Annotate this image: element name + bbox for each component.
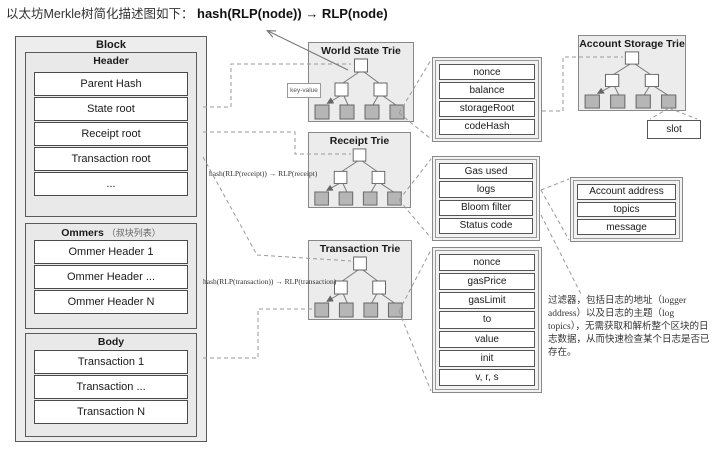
receipt-field-status-code: Status code	[439, 217, 533, 234]
account-storage-trie-diagram	[584, 51, 677, 109]
page-title: 以太坊Merkle树简化描述图如下：	[6, 7, 194, 21]
account-field-code-hash: codeHash	[439, 118, 535, 135]
receipt-field-logs: logs	[439, 181, 533, 198]
world-state-trie-diagram	[314, 58, 405, 120]
body-section: Body Transaction 1 Transaction ... Trans…	[25, 333, 197, 437]
account-field-balance: balance	[439, 82, 535, 99]
account-storage-trie: Account Storage Trie	[578, 35, 686, 111]
ommers-subtitle: （叔块列表）	[106, 228, 161, 238]
logs-to-logfields-fan	[540, 178, 570, 241]
transaction-trie-title: Transaction Trie	[319, 243, 401, 255]
log-field-message: message	[577, 219, 676, 236]
tx-field-value: value	[439, 330, 535, 348]
header-title: Header	[93, 55, 129, 67]
account-field-nonce: nonce	[439, 64, 535, 81]
tx-field-gas-limit: gasLimit	[439, 292, 535, 310]
header-section: Header Parent Hash State root Receipt ro…	[25, 52, 197, 217]
slot-box: slot	[647, 120, 701, 139]
world-state-trie: World State Trie	[308, 42, 414, 122]
tx-field-vrs: v, r, s	[439, 368, 535, 386]
log-fields-box: Account address topics message	[570, 177, 683, 242]
ommer-row-1: Ommer Header 1	[34, 240, 188, 264]
ommers-section: Ommers （叔块列表） Ommer Header 1 Ommer Heade…	[25, 223, 197, 329]
tx-field-nonce: nonce	[439, 254, 535, 272]
ommer-row-n: Ommer Header N	[34, 290, 188, 314]
ommers-title: Ommers	[61, 227, 104, 239]
account-field-storage-root: storageRoot	[439, 100, 535, 117]
receipt-field-bloom-filter: Bloom filter	[439, 199, 533, 216]
header-row-parent-hash: Parent Hash	[34, 72, 188, 96]
node-hash-formula: hash(RLP(node)) → RLP(node)	[197, 6, 388, 21]
tx-field-init: init	[439, 349, 535, 367]
transaction-hash-formula: hash(RLP(transaction)) → RLP(transaction…	[203, 277, 337, 286]
body-row-transaction-1: Transaction 1	[34, 350, 188, 374]
key-value-label: key-value	[287, 83, 321, 98]
transaction1-connector	[203, 308, 313, 359]
body-title: Body	[97, 336, 125, 348]
tx-field-to: to	[439, 311, 535, 329]
body-row-transaction-ellipsis: Transaction ...	[34, 375, 188, 399]
header-row-receipt-root: Receipt root	[34, 122, 188, 146]
transaction-trie-diagram	[314, 256, 403, 318]
bloom-filter-annotation: 过滤器，包括日志的地址（logger address）以及日志的主题（log t…	[548, 296, 710, 359]
block-title: Block	[96, 39, 126, 51]
receipt-hash-formula: hash(RLP(receipt)) → RLP(receipt)	[209, 169, 318, 178]
account-storage-trie-title: Account Storage Trie	[579, 38, 685, 50]
receipt-trie: Receipt Trie	[308, 132, 411, 208]
world-state-trie-title: World State Trie	[321, 45, 401, 57]
receipt-field-gas-used: Gas used	[439, 163, 533, 180]
tx-field-gas-price: gasPrice	[439, 273, 535, 291]
header-row-ellipsis: ...	[34, 172, 188, 196]
header-row-state-root: State root	[34, 97, 188, 121]
account-fields-box: nonce balance storageRoot codeHash	[432, 57, 542, 142]
header-row-transaction-root: Transaction root	[34, 147, 188, 171]
block-box: Block Header Parent Hash State root Rece…	[15, 36, 207, 442]
log-field-account-address: Account address	[577, 184, 676, 200]
log-field-topics: topics	[577, 201, 676, 218]
receipt-trie-diagram	[314, 148, 402, 206]
body-row-transaction-n: Transaction N	[34, 400, 188, 424]
receipt-fields-box: Gas used logs Bloom filter Status code	[432, 156, 540, 241]
transaction-fields-box: nonce gasPrice gasLimit to value init v,…	[432, 247, 542, 393]
receipt-trie-title: Receipt Trie	[329, 135, 390, 147]
ommer-row-ellipsis: Ommer Header ...	[34, 265, 188, 289]
